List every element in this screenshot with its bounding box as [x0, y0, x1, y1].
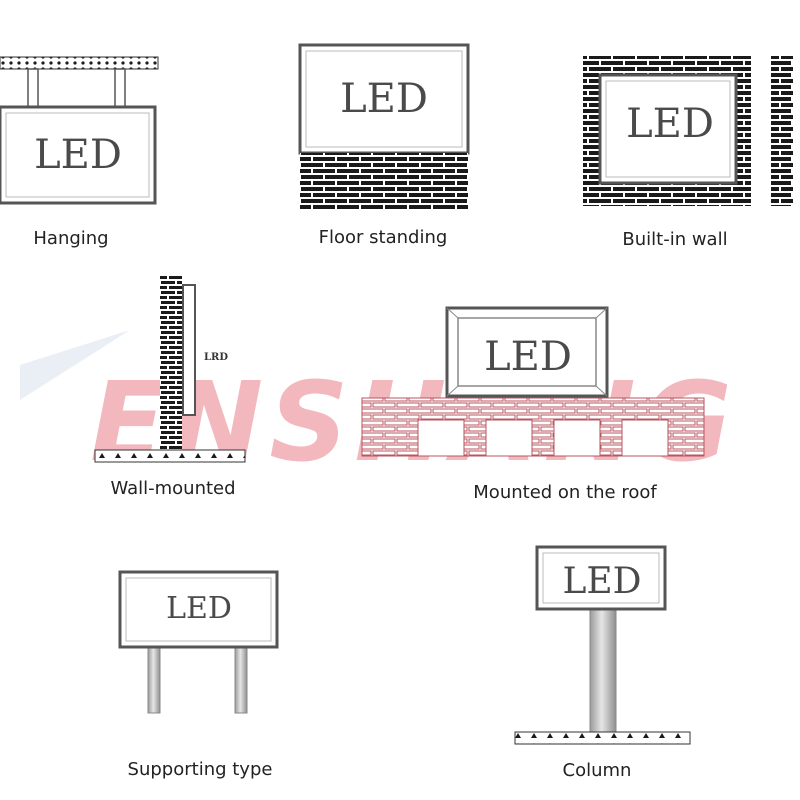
caption-column: Column	[563, 760, 632, 781]
caption-hanging: Hanging	[33, 228, 108, 249]
caption-supporting: Supporting type	[128, 759, 273, 780]
led-label-floor: LED	[340, 76, 428, 122]
hanging-illustration: LED	[0, 56, 159, 205]
lrd-label: LRD	[204, 352, 228, 363]
led-label-built-in: LED	[626, 101, 714, 147]
supporting-illustration: LED	[118, 570, 279, 714]
roof-illustration: LED	[361, 306, 705, 457]
column-illustration: LED	[514, 545, 691, 745]
caption-wall-mounted: Wall-mounted	[110, 478, 235, 499]
led-label-supporting: LED	[166, 591, 232, 626]
caption-roof: Mounted on the roof	[473, 482, 657, 503]
floor-standing-illustration: LED	[298, 43, 470, 211]
built-in-wall-illustration: LED	[583, 56, 793, 206]
wall-mounted-illustration: LRD	[94, 275, 246, 463]
caption-built-in-wall: Built-in wall	[622, 229, 727, 250]
led-label-column: LED	[562, 561, 641, 602]
caption-floor-standing: Floor standing	[319, 227, 448, 248]
led-label-roof: LED	[484, 334, 572, 380]
led-label-hanging: LED	[34, 132, 122, 178]
